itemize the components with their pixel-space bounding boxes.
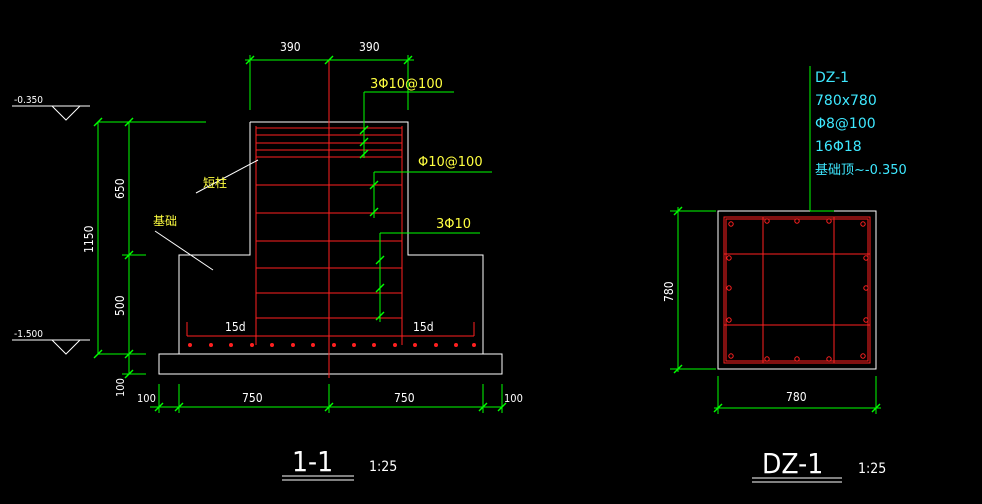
dim-bottom-3: 100 [504,392,523,405]
rebar-dots [188,343,476,347]
anchor-label-left: 15d [225,320,246,334]
dim-total-height: 1150 [82,225,96,253]
dz-dimension-ticks [673,206,881,413]
dim-top-left: 390 [280,40,301,54]
dim-bottom-1: 750 [242,391,263,405]
dz-dim-width: 780 [786,390,807,404]
rebar-label-top: 3Φ10@100 [370,77,443,92]
anchor-label-right: 15d [413,320,434,334]
dz-spec-line-0: DZ-1 [815,70,849,86]
dim-top-right: 390 [359,40,380,54]
section-title-dz-1: DZ-1 [762,447,823,480]
dim-lower-height: 500 [113,295,127,316]
dimension-ticks [93,55,507,412]
title-underline-1-1 [282,475,354,481]
rebar-cage [186,60,475,378]
dz-spec-line-3: 16Φ18 [815,139,862,155]
elevation-markers [12,105,90,355]
dim-bottom-2: 750 [394,391,415,405]
section-dz-1: 780 780 DZ-1 780x780 Φ8@100 16Φ18 基础顶~-0… [662,66,907,483]
dz-spec-line-2: Φ8@100 [815,116,876,132]
title-underline-dz-1 [752,477,842,483]
column-outline [717,210,877,370]
dz-dim-height: 780 [662,281,676,302]
dim-pad-height: 100 [114,378,127,397]
dz-spec-line-1: 780x780 [815,93,877,109]
label-foundation: 基础 [153,214,177,228]
rebar-label-middle: Φ10@100 [418,155,483,170]
label-column: 短柱 [203,175,227,190]
section-1-1: 390 390 -0.350 -1.500 1150 650 500 100 1… [12,40,523,481]
scale-dz-1: 1:25 [858,461,886,477]
dim-upper-height: 650 [113,178,127,199]
elevation-top: -0.350 [14,95,43,106]
section-title-1-1: 1-1 [292,445,333,478]
foundation-outline [158,121,503,375]
rebar-label-lower: 3Φ10 [436,217,471,232]
elevation-bottom: -1.500 [14,329,43,340]
column-rebar [723,216,871,364]
dim-bottom-0: 100 [137,392,156,405]
scale-1-1: 1:25 [369,459,397,475]
dz-spec-line-4: 基础顶~-0.350 [815,163,907,178]
